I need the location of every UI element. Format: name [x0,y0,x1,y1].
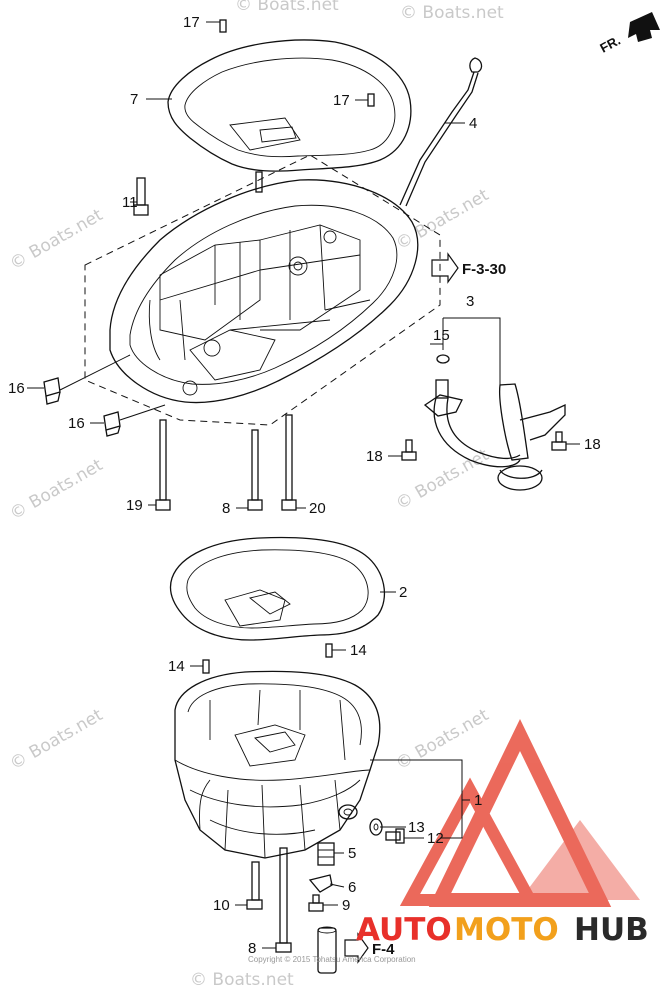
watermark: © Boats.net [7,205,107,274]
logo-triangle-small [399,777,541,906]
watermark: © Boats.net [7,705,107,774]
ref-arrow-icon [431,252,459,284]
callout-3: 3 [466,293,474,310]
callout-19: 19 [126,497,143,514]
oil-pan-lower [174,670,405,859]
leader-lines [27,21,580,949]
automotohub-logo [399,718,640,907]
reference-label-f4: F-4 [372,941,395,958]
callout-6: 6 [348,879,356,896]
callout-8: 8 [248,940,256,957]
callout-20: 20 [309,500,326,517]
dowel-pins-14 [202,643,333,674]
watermark: © Boats.net [393,705,493,774]
logo-triangle-fill [520,820,640,900]
bolt-11 [133,177,149,216]
callout-10: 10 [213,897,230,914]
small-parts [246,842,337,974]
oil-pan-upper [84,19,441,426]
watermark: © Boats.net [7,455,107,524]
reference-label-f330: F-3-30 [462,261,506,278]
watermark: © Boats.net [190,970,294,988]
brand-text-moto: MOTO [454,912,559,948]
callout-15: 15 [433,327,450,344]
ref-arrow-icon [344,932,369,964]
callout-2: 2 [399,584,407,601]
dipstick [399,57,483,207]
callout-16: 16 [68,415,85,432]
gasket-upper [167,39,412,172]
callout-12: 12 [427,830,444,847]
dowel-pin-icon [202,659,210,674]
front-label: FR. [597,33,623,56]
callout-16: 16 [8,380,25,397]
dowel-pin-icon [325,643,333,658]
callout-18: 18 [366,448,383,465]
front-arrow-icon [628,12,660,42]
dowel-pin-icon [219,19,227,33]
front-direction-indicator: FR. [597,12,660,56]
o-ring-icon [436,354,450,364]
watermark: © Boats.net [235,0,339,15]
brand-text-auto: AUTO [356,912,452,948]
gasket-lower [169,536,386,641]
callout-17: 17 [333,92,350,109]
reference-arrows [344,252,459,964]
callout-4: 4 [469,115,477,132]
callout-7: 7 [130,91,138,108]
dowel-pin-icon [367,93,375,107]
watermark: © Boats.net [393,445,493,514]
callout-18: 18 [584,436,601,453]
callout-5: 5 [348,845,356,862]
callout-13: 13 [408,819,425,836]
long-bolts [155,414,297,511]
callout-8: 8 [222,500,230,517]
automotohub-wordmark: AUTO MOTO HUB [356,912,649,948]
callout-9: 9 [342,897,350,914]
watermark: © Boats.net [400,3,504,23]
watermark: © Boats.net [393,185,493,254]
plug-16 [43,377,121,437]
callout-14: 14 [168,658,185,675]
callout-11: 11 [122,194,138,211]
callout-17: 17 [183,14,200,31]
brand-text-hub: HUB [574,912,649,948]
callout-1: 1 [474,792,482,809]
oil-strainer [401,317,567,491]
copyright-notice: Copyright © 2015 Tohatsu America Corpora… [248,955,416,964]
callout-labels: 17 7 17 4 11 3 15 16 16 18 18 19 8 20 2 … [8,14,601,957]
callout-14: 14 [350,642,367,659]
